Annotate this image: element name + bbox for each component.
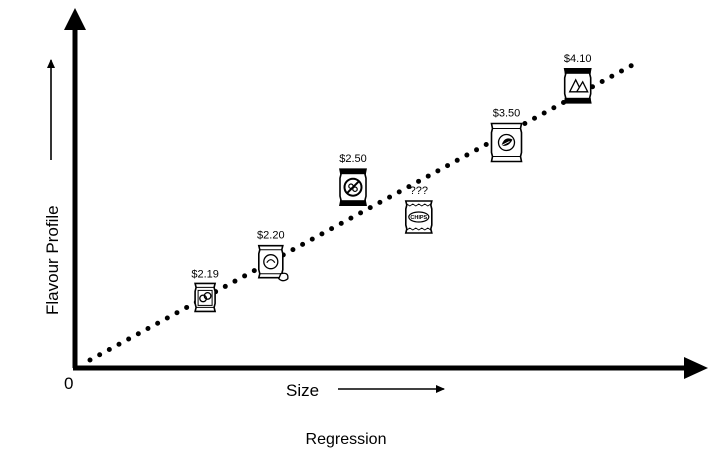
- x-axis-label: Size: [286, 381, 319, 400]
- chip-bag-no-icon: [339, 168, 367, 206]
- diagram-caption: Regression: [306, 431, 387, 448]
- regression-line: [87, 59, 641, 363]
- chip-bag-pouch-icon: [257, 244, 289, 282]
- price-label: ???: [410, 185, 428, 197]
- chip-bag-pretzel-icon: [194, 282, 217, 313]
- y-axis-arrowhead: [64, 8, 86, 30]
- price-label: $2.19: [191, 268, 219, 280]
- y-axis-label: Flavour Profile: [43, 205, 62, 315]
- x-axis-arrowhead: [684, 357, 708, 379]
- chip-bag-leaf-icon: [490, 122, 523, 163]
- chip-bag-chips-icon: CHIPS: [404, 200, 433, 234]
- bag-text: CHIPS: [410, 215, 427, 221]
- price-label: $2.20: [257, 230, 285, 242]
- price-label: $2.50: [339, 153, 367, 165]
- price-label: $3.50: [493, 108, 521, 120]
- origin-label: 0: [64, 374, 73, 393]
- chip-bag-nacho-icon: [563, 68, 592, 104]
- price-label: $4.10: [564, 53, 592, 65]
